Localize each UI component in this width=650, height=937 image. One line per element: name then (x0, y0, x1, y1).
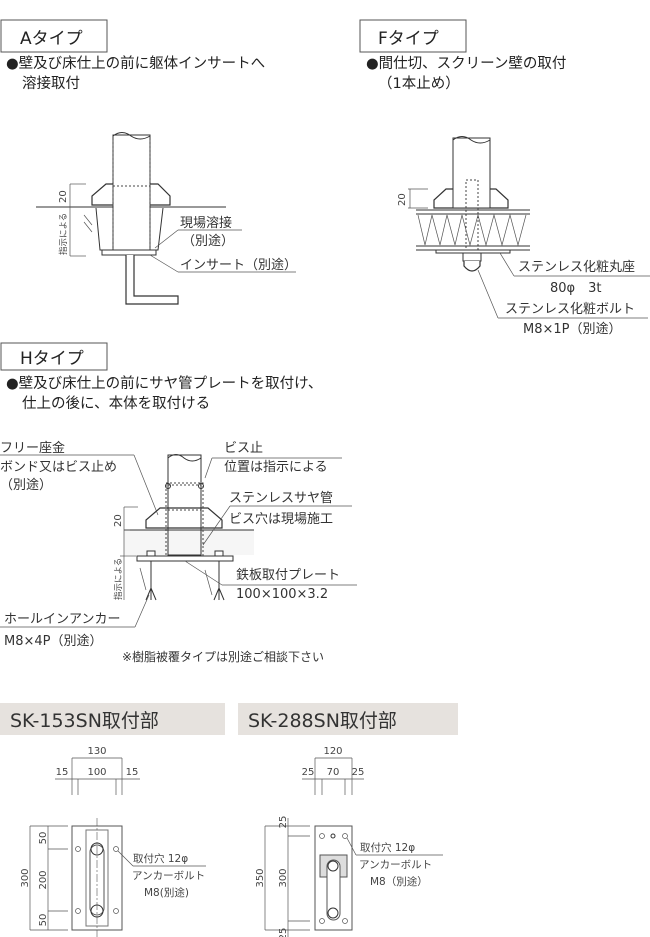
type-h-label-anchor: ホールインアンカー (4, 612, 120, 627)
sk153-label-bolt: アンカーボルト (132, 870, 205, 882)
type-h-label-plate: 鉄板取付プレート (236, 568, 340, 583)
type-a-label-insert: インサート（別途） (180, 257, 297, 273)
type-a-label-weld-sub: （別途） (182, 233, 234, 249)
type-h-title-box (0, 342, 108, 371)
sk288-title: SK-288SN取付部 (248, 710, 397, 732)
type-h-label-anchor-sub: M8×4P（別途） (4, 633, 103, 649)
type-f-dim-20: 20 (397, 193, 408, 206)
sk288-label-bolt: アンカーボルト (359, 859, 432, 871)
type-a-desc-1: ●壁及び床仕上の前に躯体インサートへ (6, 55, 265, 72)
sk153-header-bg (0, 703, 225, 735)
sk153-dim-mid: 200 (38, 870, 49, 889)
type-h-label-bond-sub: （別途） (0, 477, 52, 493)
type-a-title: Aタイプ (20, 29, 83, 49)
sk153-dim-total-w: 130 (87, 746, 106, 757)
type-h-label-sleeve: ステンレスサヤ管 (229, 491, 333, 506)
sk153-label-bolt-sub: M8(別途) (144, 886, 189, 899)
sk153-section: SK-153SN取付部 130 15 100 15 300 50 200 50 … (0, 703, 225, 937)
type-h-dim-instruction: 指示による (113, 558, 124, 600)
sk153-dim-bottom: 50 (38, 914, 49, 927)
type-a-desc-2: 溶接取付 (22, 75, 80, 92)
type-a-dim-20: 20 (58, 190, 69, 203)
type-h-label-plate-sub: 100×100×3.2 (236, 587, 328, 602)
type-f-section: Fタイプ ●間仕切、スクリーン壁の取付 （1本止め） 20 ステンレス化粧丸座 … (359, 19, 650, 337)
sk153-dim-side-r: 15 (126, 767, 139, 778)
type-h-label-free-washer: フリー座金 (0, 440, 65, 456)
sk153-drawing (29, 757, 206, 937)
type-h-label-screw: ビス止 (224, 441, 263, 456)
type-f-title: Fタイプ (378, 29, 439, 49)
sk153-title: SK-153SN取付部 (10, 710, 159, 732)
type-f-desc-1: ●間仕切、スクリーン壁の取付 (366, 55, 566, 72)
sk288-dim-bottom: 25 (278, 928, 289, 937)
sk288-dim-side-r: 25 (352, 767, 365, 778)
sk288-dim-total-h: 350 (255, 868, 266, 887)
type-h-label-screw-sub: 位置は指示による (224, 460, 328, 475)
type-a-drawing (36, 132, 296, 305)
sk288-dim-center-w: 70 (327, 767, 340, 778)
type-h-label-bond: ボンド又はビス止め (0, 460, 117, 475)
type-a-title-box (0, 19, 108, 53)
type-h-title: Hタイプ (20, 349, 84, 369)
sk153-dim-center-w: 100 (87, 767, 106, 778)
sk288-label-hole: 取付穴 12φ (360, 841, 415, 854)
sk153-dim-total-h: 300 (20, 868, 31, 887)
sk288-dim-total-w: 120 (323, 746, 342, 757)
type-h-label-sleeve-sub: ビス穴は現場施工 (229, 512, 333, 527)
sk288-dim-top: 25 (278, 816, 289, 829)
sk288-label-bolt-sub: M8（別途） (370, 875, 428, 888)
type-h-desc-2: 仕上の後に、本体を取付ける (22, 395, 210, 412)
type-h-drawing (0, 454, 357, 628)
type-h-desc-1: ●壁及び床仕上の前にサヤ管プレートを取付け、 (6, 375, 322, 392)
type-f-desc-2: （1本止め） (378, 75, 460, 92)
sk288-header-bg (238, 703, 458, 735)
type-a-label-weld: 現場溶接 (180, 215, 232, 231)
sk288-section: SK-288SN取付部 120 25 70 25 350 25 300 25 取… (238, 703, 458, 937)
type-f-label-bolt-sub: M8×1P（別途） (523, 321, 622, 337)
sk153-dim-top: 50 (38, 832, 49, 845)
type-h-dim-20: 20 (113, 514, 124, 527)
type-f-title-box (359, 19, 467, 53)
type-h-section: Hタイプ ●壁及び床仕上の前にサヤ管プレートを取付け、 仕上の後に、本体を取付け… (0, 342, 357, 664)
sk288-dim-mid: 300 (278, 868, 289, 887)
type-f-label-bolt: ステンレス化粧ボルト (505, 302, 635, 317)
type-f-label-washer: ステンレス化粧丸座 (518, 260, 635, 275)
sk153-dim-side-l: 15 (56, 767, 69, 778)
type-f-drawing (408, 136, 650, 319)
sk288-drawing (264, 757, 443, 937)
sk153-label-hole: 取付穴 12φ (133, 852, 188, 865)
type-a-dim-instruction: 指示による (58, 213, 69, 255)
sk288-dim-side-l: 25 (302, 767, 315, 778)
type-h-note: ※樹脂被覆タイプは別途ご相談下さい (122, 649, 324, 664)
type-f-label-washer-sub: 80φ 3t (550, 281, 602, 296)
type-a-section: Aタイプ ●壁及び床仕上の前に躯体インサートへ 溶接取付 20 指示による 現場… (0, 19, 297, 305)
